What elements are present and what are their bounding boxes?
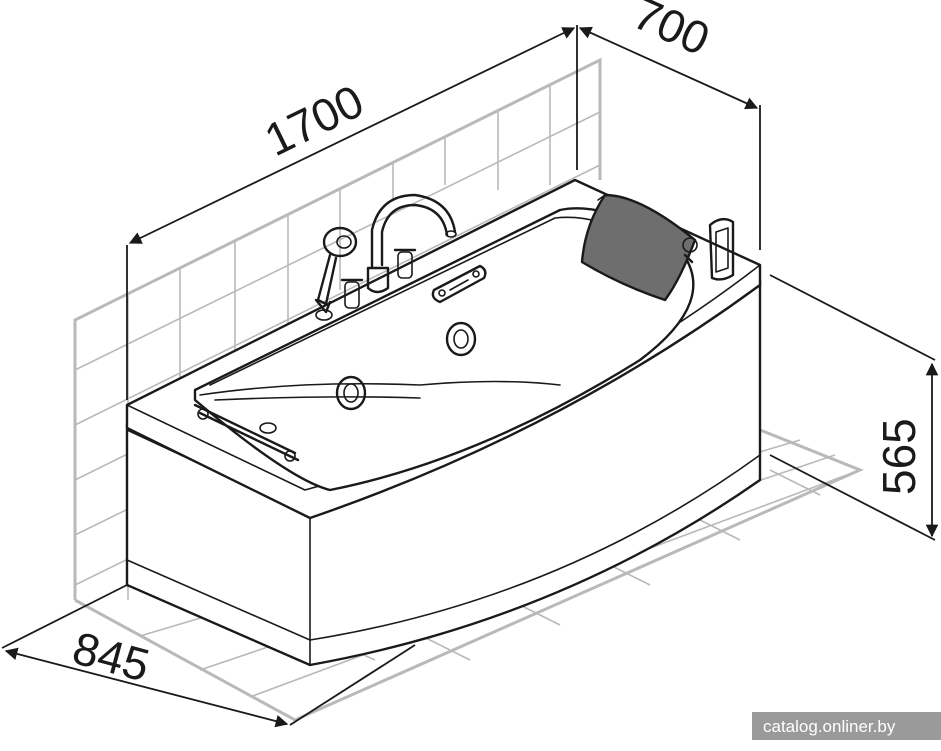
grab-bar-icon (193, 403, 300, 462)
control-panel-icon (431, 264, 487, 304)
bathtub (125, 178, 762, 667)
length-label: 1700 (257, 74, 372, 166)
height-label: 565 (873, 418, 925, 495)
width-label: 845 (67, 621, 155, 691)
jet-nozzle-icon (335, 321, 477, 411)
dimension-height: 565 (769, 274, 939, 541)
headrest-pillow-icon (580, 193, 698, 302)
watermark-badge: catalog.onliner.by (752, 712, 941, 740)
side-handle-icon (708, 217, 735, 281)
watermark-text: catalog.onliner.by (763, 717, 896, 736)
